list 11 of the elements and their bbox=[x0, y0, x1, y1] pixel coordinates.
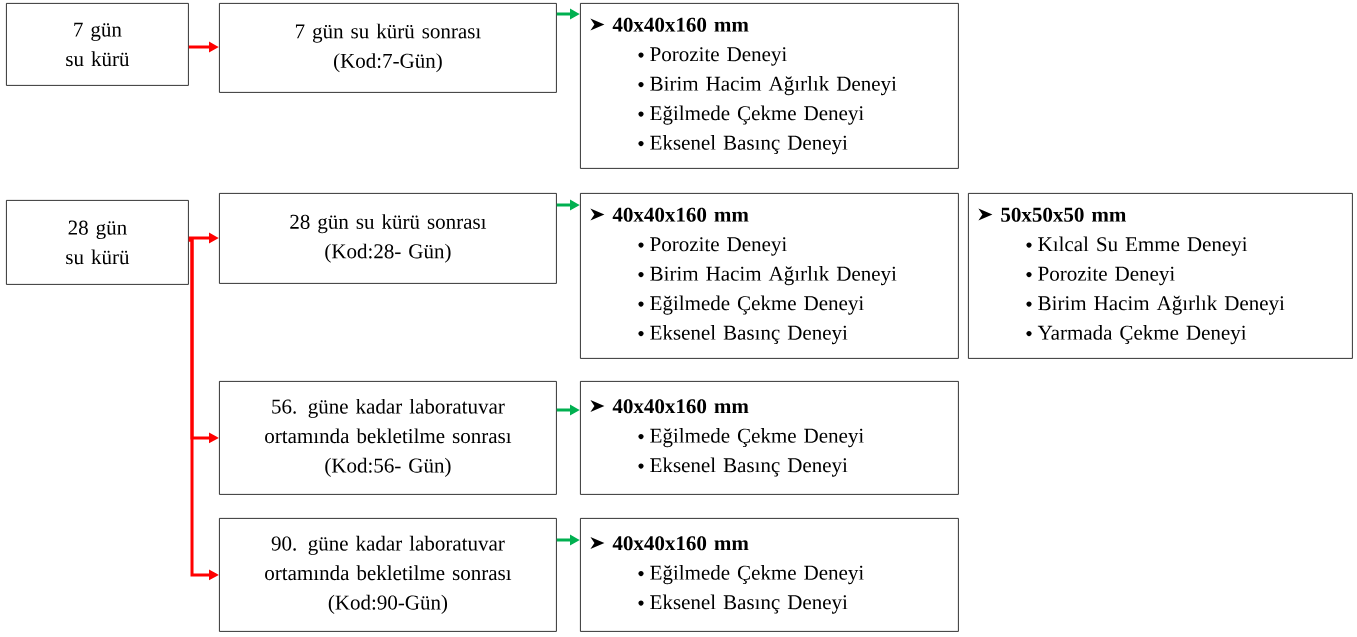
list-box: 40x40x160 mm Eğilmede Çekme Deneyi Eksenel Basınç Deneyi bbox=[580, 381, 959, 495]
process-box: 28 gün su kürü bbox=[6, 200, 189, 285]
list-box: 50x50x50 mm Kılcal Su Emme Deneyi Porozite Deneyi Birim Hacim Ağırlık Deneyi Yarmada Çekme Deneyi bbox=[968, 193, 1353, 359]
process-box: 7 gün su kürü bbox=[6, 3, 189, 86]
list-box: 40x40x160 mm Eğilmede Çekme Deneyi Eksenel Basınç Deneyi bbox=[580, 518, 959, 632]
process-box: 56. güne kadar laboratuvar ortamında bekletilme sonrası (Kod:56- Gün) bbox=[219, 381, 557, 495]
process-box: 7 gün su kürü sonrası (Kod:7-Gün) bbox=[219, 3, 557, 93]
list-box: 40x40x160 mm Porozite Deneyi Birim Hacim Ağırlık Deneyi Eğilmede Çekme Deneyi Eksenel Basınç Deneyi bbox=[580, 3, 959, 169]
process-box: 90. güne kadar laboratuvar ortamında bekletilme sonrası (Kod:90-Gün) bbox=[219, 518, 557, 632]
process-box: 28 gün su kürü sonrası (Kod:28- Gün) bbox=[219, 193, 557, 284]
list-box: 40x40x160 mm Porozite Deneyi Birim Hacim Ağırlık Deneyi Eğilmede Çekme Deneyi Eksenel Basınç Deneyi bbox=[580, 193, 959, 359]
